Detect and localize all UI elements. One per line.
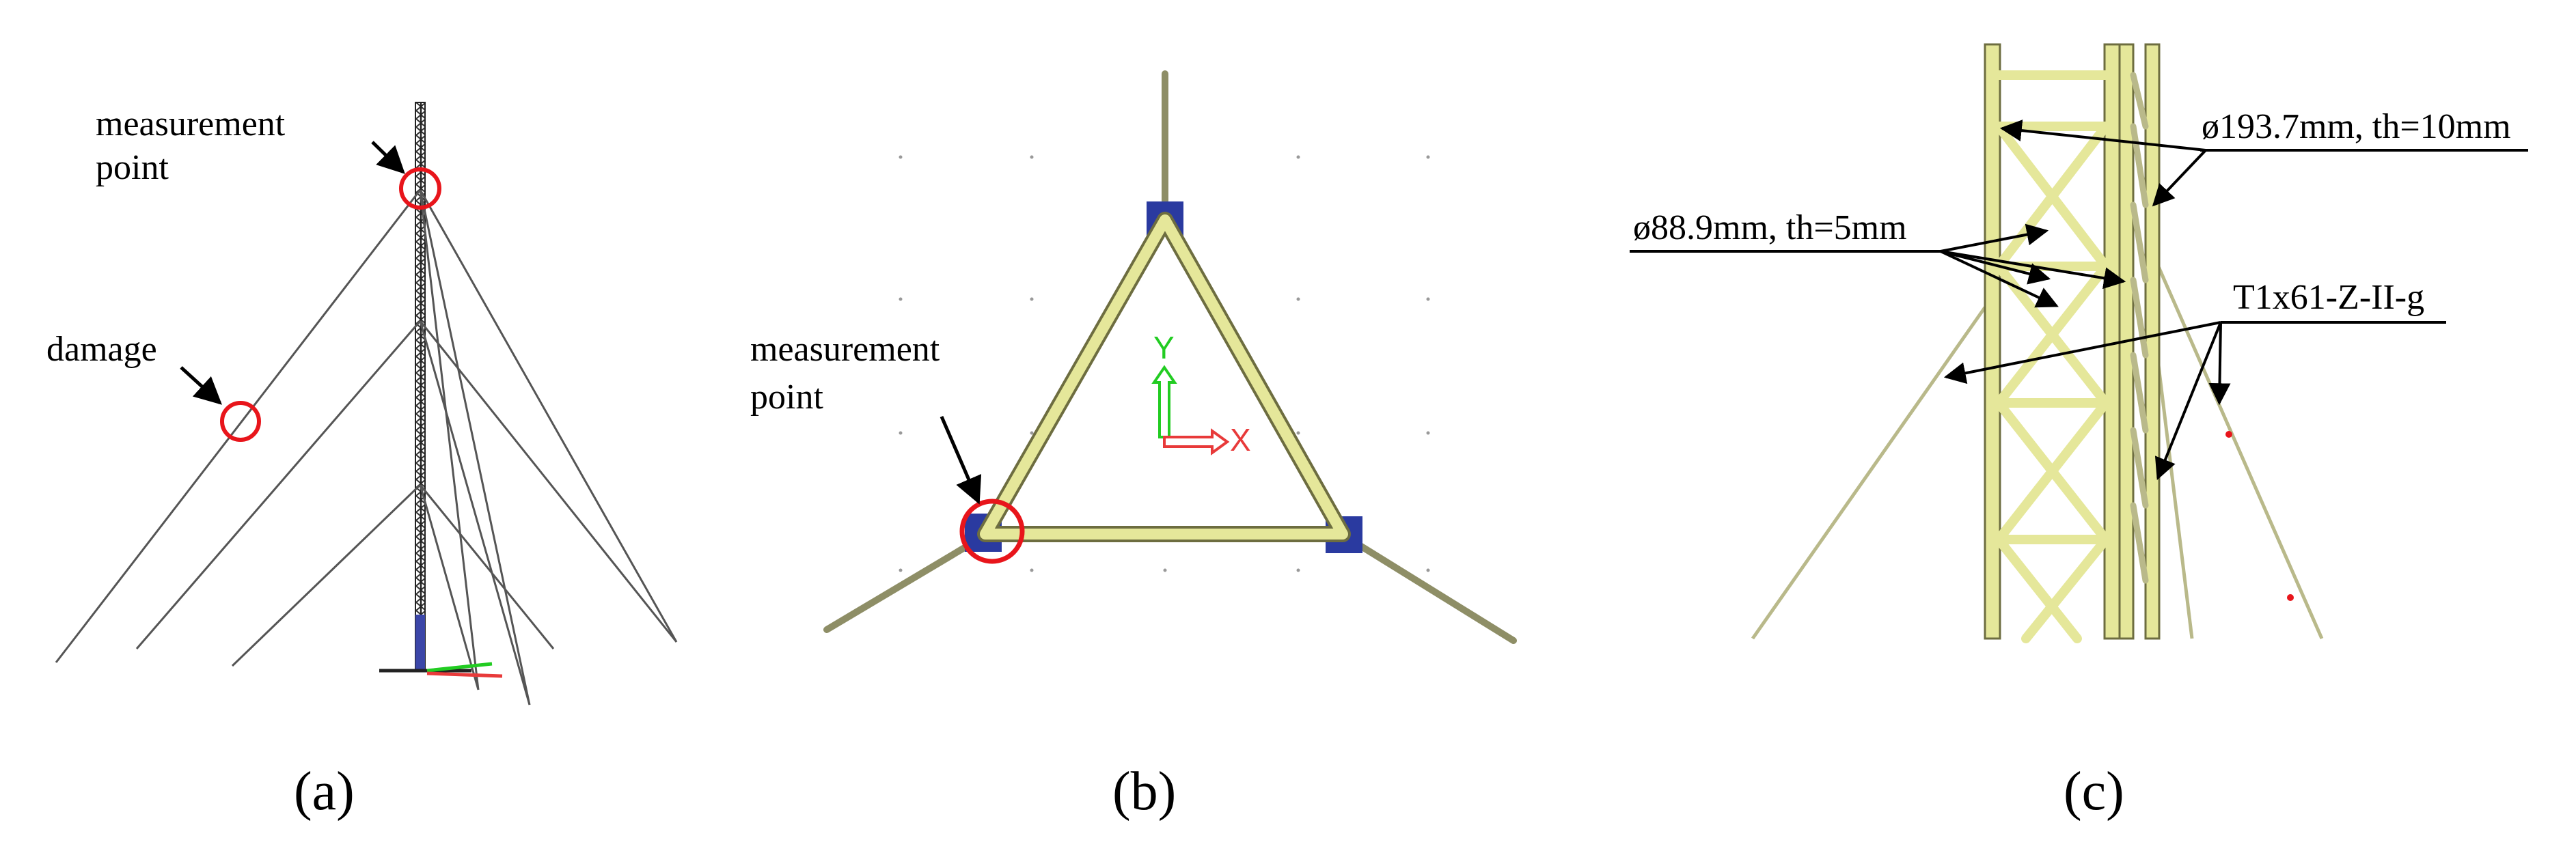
damage-label: damage	[46, 330, 157, 369]
caption-c: (c)	[2064, 761, 2124, 822]
brace-label: ø88.9mm, th=5mm	[1633, 208, 1907, 247]
panel-c: ø193.7mm, th=10mm ø88.9mm, th=5mm T1x61-…	[1630, 43, 2528, 822]
measurement-label-b-line2: point	[750, 378, 823, 417]
panel-a: measurement point damage (a)	[46, 102, 678, 822]
measurement-label-line2: point	[96, 148, 169, 187]
supports	[965, 201, 1362, 553]
guy-label: T1x61-Z-II-g	[2233, 278, 2424, 317]
measurement-label-line1: measurement	[96, 104, 286, 143]
axis-x-label: X	[1230, 422, 1251, 458]
cable-marker-1	[2225, 431, 2232, 438]
damage-arrow	[180, 366, 222, 405]
panel-b: Y X measurement point (b)	[750, 70, 1517, 822]
measurement-point-marker-b	[959, 499, 1025, 564]
brace-annotation	[1630, 223, 2126, 308]
measurement-arrow-b	[940, 416, 982, 505]
chord-annotation	[1999, 120, 2528, 207]
base-axes	[379, 662, 503, 678]
measurement-point-marker	[399, 167, 441, 210]
guy-members	[823, 70, 1517, 644]
guy-annotation	[1943, 321, 2446, 480]
cable-marker-2	[2287, 594, 2294, 601]
measurement-arrow	[371, 141, 405, 174]
tower-right-bracing	[2130, 72, 2149, 584]
tower-left-bracing	[1994, 70, 2111, 643]
mast	[415, 102, 426, 670]
guy-cables	[55, 189, 678, 705]
measurement-label-b-line1: measurement	[750, 330, 940, 369]
caption-b: (b)	[1112, 761, 1176, 822]
caption-a: (a)	[294, 761, 355, 822]
local-axes: Y X	[1151, 330, 1251, 458]
triangle-chords	[977, 212, 1351, 542]
grid-dots	[899, 155, 1430, 572]
mast-base	[415, 615, 425, 669]
damage-marker	[220, 401, 261, 442]
axis-y-label: Y	[1153, 330, 1175, 365]
chord-label: ø193.7mm, th=10mm	[2202, 107, 2511, 146]
